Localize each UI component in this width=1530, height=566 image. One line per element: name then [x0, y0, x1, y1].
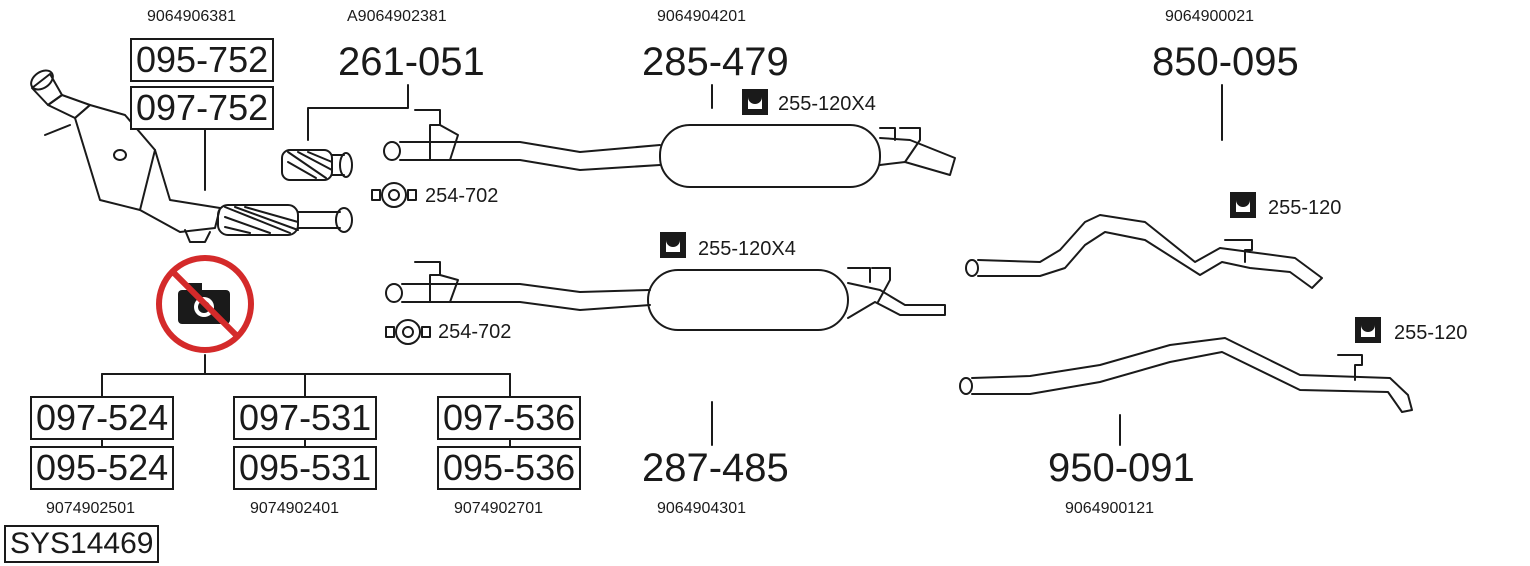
oem-number-mid-upper: 9064904201 — [657, 8, 746, 25]
part-number-flex[interactable]: 261-051 — [338, 40, 485, 84]
middle-silencer-lower-drawing — [385, 261, 946, 331]
clamp-label-lower: 254-702 — [438, 321, 512, 343]
rear-pipe-upper-drawing — [965, 214, 1323, 289]
mount-label-lower-rear: 255-120 — [1394, 322, 1468, 344]
clamp-icon — [371, 182, 417, 208]
middle-silencer-upper-drawing — [383, 109, 956, 188]
leader-line-flex — [307, 84, 409, 141]
rear-pipe-lower-drawing — [959, 337, 1413, 413]
part-number-box-dpf-c2[interactable]: 095-536 — [437, 446, 582, 490]
part-number-box-dpf-c1[interactable]: 097-536 — [437, 396, 582, 440]
rubber-mount-icon — [1355, 317, 1381, 343]
oem-number-mid-lower: 9064904301 — [657, 500, 746, 517]
oem-number-rear-lower: 9064900121 — [1065, 500, 1154, 517]
oem-number-flex: A9064902381 — [347, 8, 447, 25]
oem-number-dpf-a: 9074902501 — [46, 500, 135, 517]
part-number-box-dpf-b2[interactable]: 095-531 — [233, 446, 378, 490]
oem-number-rear-upper: 9064900021 — [1165, 8, 1254, 25]
catalyst-drawing — [30, 69, 353, 243]
mount-label-upper-mid: 255-120X4 — [778, 93, 876, 115]
part-number-box-dpf-a2[interactable]: 095-524 — [30, 446, 175, 490]
part-number-rear-upper[interactable]: 850-095 — [1152, 40, 1299, 84]
part-number-box-dpf-b1[interactable]: 097-531 — [233, 396, 378, 440]
rubber-mount-icon — [660, 232, 686, 258]
flex-pipe-drawing — [281, 149, 353, 181]
part-number-box-cat-b[interactable]: 097-752 — [130, 86, 275, 130]
mount-label-lower-mid: 255-120X4 — [698, 238, 796, 260]
part-number-mid-lower[interactable]: 287-485 — [642, 446, 789, 490]
oem-number-cat: 9064906381 — [147, 8, 236, 25]
part-number-mid-upper[interactable]: 285-479 — [642, 40, 789, 84]
mount-label-upper-rear: 255-120 — [1268, 197, 1342, 219]
clamp-label-upper: 254-702 — [425, 185, 499, 207]
oem-number-dpf-c: 9074902701 — [454, 500, 543, 517]
clamp-icon — [385, 319, 431, 345]
part-number-box-dpf-a1[interactable]: 097-524 — [30, 396, 175, 440]
rubber-mount-icon — [742, 89, 768, 115]
system-id-box[interactable]: SYS14469 — [4, 525, 160, 563]
part-number-rear-lower[interactable]: 950-091 — [1048, 446, 1195, 490]
rubber-mount-icon — [1230, 192, 1256, 218]
oem-number-dpf-b: 9074902401 — [250, 500, 339, 517]
no-photo-icon — [156, 255, 254, 353]
part-number-box-cat-a[interactable]: 095-752 — [130, 38, 275, 82]
